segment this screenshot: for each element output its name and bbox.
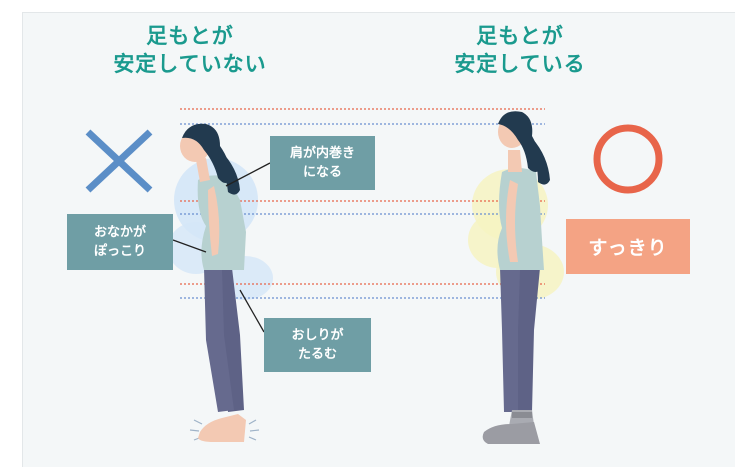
heading-stable-line1: 足もとが — [476, 24, 564, 48]
circle-mark-icon — [593, 124, 663, 194]
callout-leaders — [172, 162, 271, 333]
heading-unstable-line1: 足もとが — [146, 24, 234, 48]
callout-belly-line1: おなかが — [93, 225, 146, 240]
heading-stable-line2: 安定している — [454, 52, 586, 76]
heading-unstable: 足もとが 安定していない — [100, 22, 280, 78]
callout-shoulder-line1: 肩が内巻き — [289, 146, 355, 161]
heading-unstable-line2: 安定していない — [113, 52, 267, 76]
callout-hip-line2: たるむ — [297, 347, 337, 362]
callout-hip-line1: おしりが — [291, 328, 344, 343]
callout-shoulder: 肩が内巻き になる — [270, 136, 375, 190]
figure-stable-posture — [482, 111, 550, 444]
callout-shoulder-line2: になる — [302, 165, 342, 180]
callout-belly-line2: ぽっこり — [93, 244, 146, 259]
cross-mark-icon — [85, 129, 153, 193]
result-badge: すっきり — [566, 219, 690, 274]
callout-hip: おしりが たるむ — [264, 318, 371, 372]
heading-stable: 足もとが 安定している — [440, 22, 600, 78]
callout-belly: おなかが ぽっこり — [67, 214, 173, 270]
figure-unstable-posture — [180, 123, 260, 442]
